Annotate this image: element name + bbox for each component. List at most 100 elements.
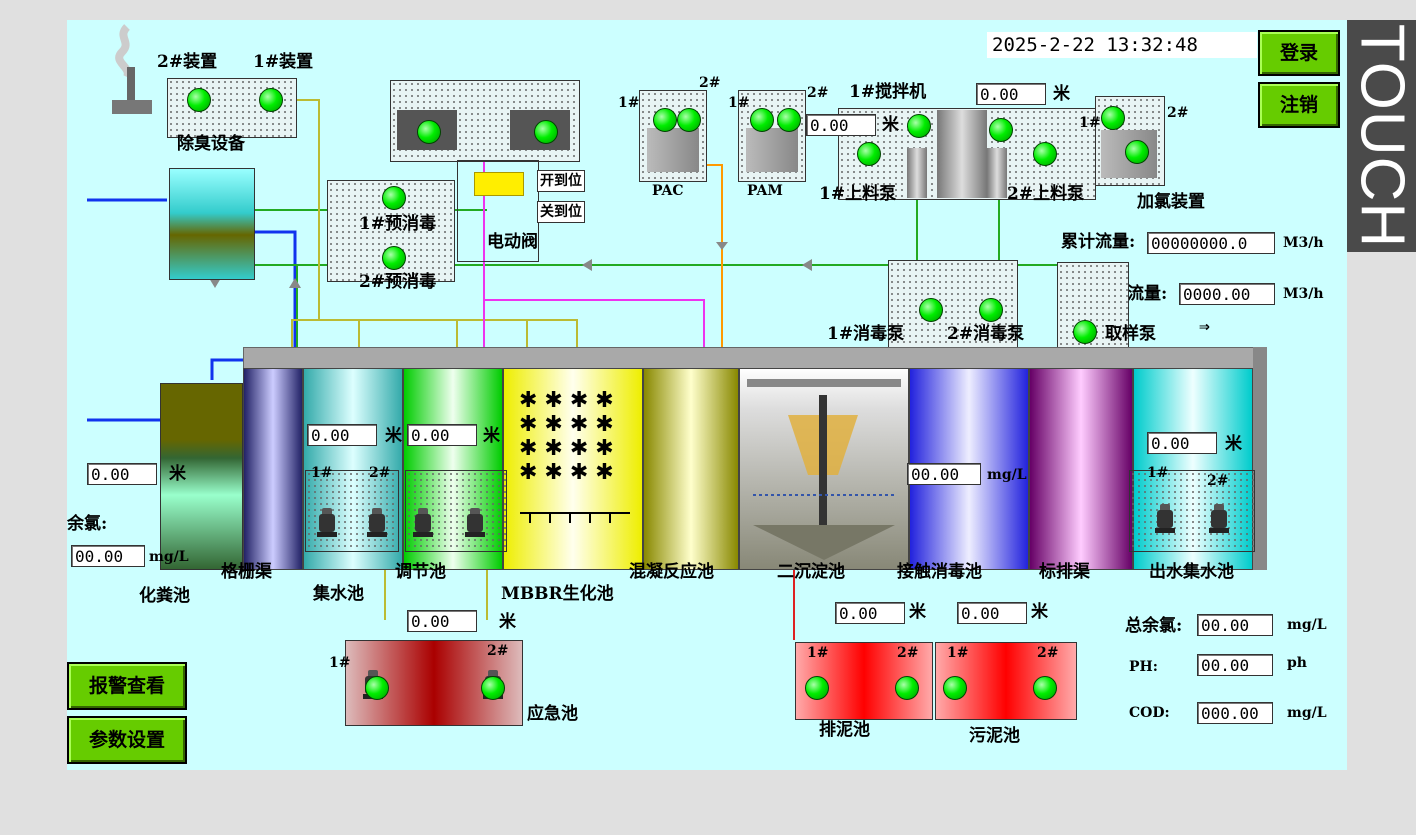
pac-pump2-status-icon[interactable] (677, 108, 701, 132)
generator1-status-icon[interactable] (417, 120, 441, 144)
alarm-view-button[interactable]: 报警查看 (67, 662, 187, 710)
flow-rate-field[interactable]: 0000.00 (1179, 283, 1275, 305)
valve-title: 电动阀 (487, 232, 538, 252)
screen-name: 格栅渠 (221, 562, 272, 582)
sludge-drain-2-label: 2# (897, 645, 919, 661)
pam-pump2-status-icon[interactable] (777, 108, 801, 132)
emergency-level-unit: 米 (499, 612, 516, 632)
pam-tank-icon (746, 128, 798, 172)
generator2-status-icon[interactable] (534, 120, 558, 144)
cod-field[interactable]: 000.00 (1197, 702, 1273, 724)
deodor-panel (167, 78, 297, 138)
sludge-pump1-status-icon[interactable] (943, 676, 967, 700)
adjust-level-field[interactable]: 0.00 (407, 424, 477, 446)
valve-actuator-icon[interactable] (474, 172, 524, 196)
outlet-pump2-icon[interactable] (1209, 504, 1229, 534)
total-flow-field[interactable]: 00000000.0 (1147, 232, 1275, 254)
collect-name: 集水池 (313, 584, 364, 604)
flow-rate-label: 流量: (1127, 284, 1168, 304)
touch-brand-text: TOUCH (1347, 23, 1416, 249)
deodor-device2-status-icon[interactable] (187, 88, 211, 112)
emergency-1-label: 1# (329, 655, 351, 671)
sludge-drain-name: 排泥池 (819, 720, 870, 740)
collect-2-label: 2# (369, 465, 391, 481)
hmi-screen: 2025-2-22 13:32:48 登录 注销 2#装置 1#装置 除臭设备 … (67, 20, 1347, 770)
pac-pump1-status-icon[interactable] (653, 108, 677, 132)
emergency-name: 应急池 (527, 704, 578, 724)
feed-level1-unit: 米 (1053, 84, 1070, 104)
deodor-device1-status-icon[interactable] (259, 88, 283, 112)
sludge-level-field[interactable]: 0.00 (957, 602, 1027, 624)
adjust-pump2-icon[interactable] (465, 508, 485, 538)
svg-text:✱ ✱ ✱ ✱: ✱ ✱ ✱ ✱ (519, 388, 614, 413)
collect-pump2-icon[interactable] (367, 508, 387, 538)
svg-text:✱ ✱ ✱ ✱: ✱ ✱ ✱ ✱ (519, 412, 614, 437)
disinfect-pump1-status-icon[interactable] (919, 298, 943, 322)
collect-level-unit: 米 (385, 426, 402, 446)
total-cl-unit: mg/L (1287, 617, 1327, 633)
feed-level2-field[interactable]: 0.00 (806, 114, 876, 136)
septic-level-unit: 米 (169, 464, 186, 484)
septic-level-field[interactable]: 0.00 (87, 463, 157, 485)
deodor-title: 除臭设备 (177, 134, 245, 154)
pam-1-label: 1# (728, 95, 750, 111)
emergency-2-label: 2# (487, 643, 509, 659)
sludge-1-label: 1# (947, 645, 969, 661)
parameter-settings-button[interactable]: 参数设置 (67, 716, 187, 764)
datetime-display: 2025-2-22 13:32:48 (987, 32, 1257, 58)
feed-pump1-status-icon[interactable] (857, 142, 881, 166)
coag-tank (643, 368, 739, 570)
screen-channel (243, 368, 303, 570)
predisinfect1-status-icon[interactable] (382, 186, 406, 210)
mixer2-status-icon[interactable] (989, 118, 1013, 142)
clarifier-icon (747, 379, 901, 560)
emergency-pump2-status-icon[interactable] (481, 676, 505, 700)
total-cl-field[interactable]: 00.00 (1197, 614, 1273, 636)
residual-cl-unit: mg/L (149, 549, 189, 565)
sludge-pump2-status-icon[interactable] (1033, 676, 1057, 700)
mixer-status-icon[interactable] (907, 114, 931, 138)
adjust-pump1-icon[interactable] (413, 508, 433, 538)
collect-level-field[interactable]: 0.00 (307, 424, 377, 446)
total-flow-unit: M3/h (1283, 235, 1324, 251)
sampling-title: 取样泵 (1105, 324, 1156, 344)
sludge-drain-level-unit: 米 (909, 602, 926, 622)
feed-pump2-label: 2#上料泵 (1007, 184, 1085, 204)
login-button[interactable]: 登录 (1258, 30, 1340, 76)
chlorine-title: 加氯装置 (1137, 192, 1205, 212)
outlet-pump1-icon[interactable] (1155, 504, 1175, 534)
sludge-drain-pump1-status-icon[interactable] (805, 676, 829, 700)
outlet-2-label: 2# (1207, 473, 1229, 489)
collect-pump1-icon[interactable] (317, 508, 337, 538)
feed-tank2-icon (987, 148, 1007, 198)
tank-row-side (1253, 347, 1267, 570)
feed-pump2-status-icon[interactable] (1033, 142, 1057, 166)
predisinfect2-status-icon[interactable] (382, 246, 406, 270)
logout-button[interactable]: 注销 (1258, 82, 1340, 128)
outlet-1-label: 1# (1147, 465, 1169, 481)
adjust-level-unit: 米 (483, 426, 500, 446)
sludge-drain-level-field[interactable]: 0.00 (835, 602, 905, 624)
sampling-pump-status-icon[interactable] (1073, 320, 1097, 344)
predisinfect1-label: 1#预消毒 (359, 214, 437, 234)
contact-value-field[interactable]: 00.00 (907, 463, 981, 485)
chlorine-pump2-status-icon[interactable] (1125, 140, 1149, 164)
pam-title: PAM (747, 183, 783, 199)
chlorine-pump1-status-icon[interactable] (1101, 106, 1125, 130)
disinfect-pump2-status-icon[interactable] (979, 298, 1003, 322)
deodor-device1-label: 1#装置 (253, 52, 314, 72)
ph-field[interactable]: 00.00 (1197, 654, 1273, 676)
feed-level1-field[interactable]: 0.00 (976, 83, 1046, 105)
outlet-level-field[interactable]: 0.00 (1147, 432, 1217, 454)
sludge-2-label: 2# (1037, 645, 1059, 661)
flow-arrow-icon: ⇒ (1199, 316, 1210, 337)
chimney-icon (112, 24, 152, 114)
emergency-level-field[interactable]: 0.00 (407, 610, 477, 632)
emergency-pump1-status-icon[interactable] (365, 676, 389, 700)
touch-brand-bar: TOUCH (1347, 20, 1416, 252)
raw-water-tank (169, 168, 255, 280)
contact-value-unit: mg/L (987, 467, 1027, 483)
residual-cl-field[interactable]: 00.00 (71, 545, 145, 567)
pam-pump1-status-icon[interactable] (750, 108, 774, 132)
sludge-drain-pump2-status-icon[interactable] (895, 676, 919, 700)
